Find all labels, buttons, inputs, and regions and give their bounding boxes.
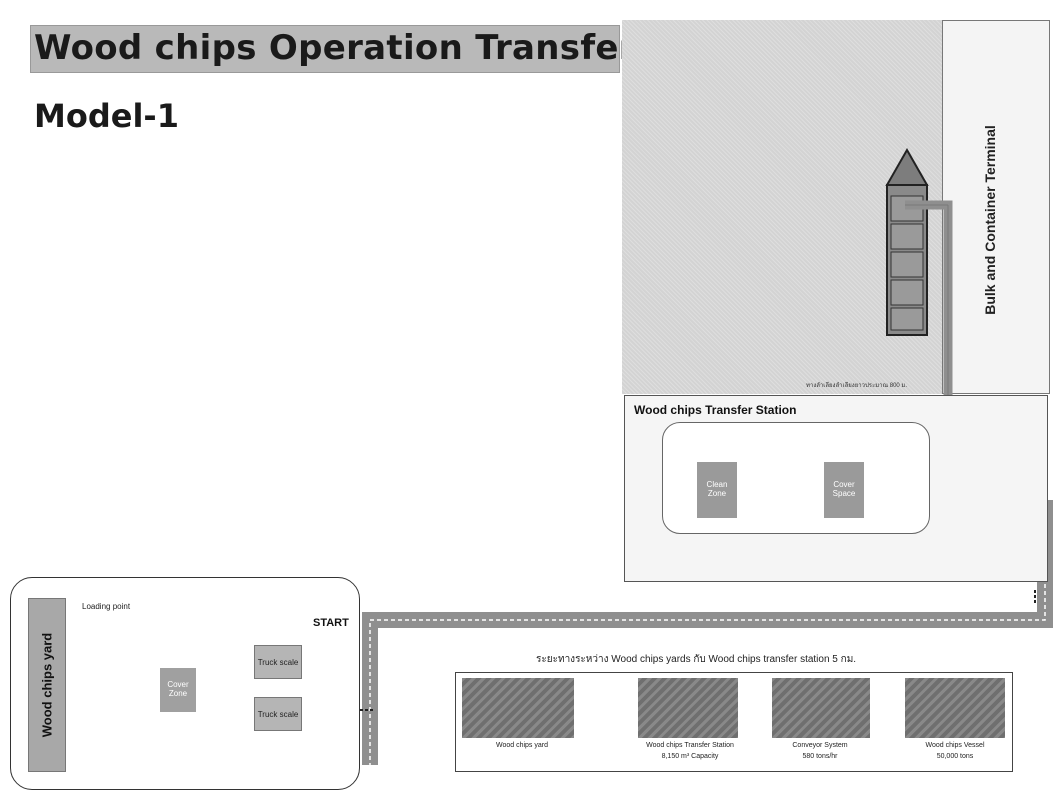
loading-point-label: Loading point — [82, 602, 130, 611]
cover-space: Cover Space — [824, 462, 864, 518]
station-title: Wood chips Transfer Station — [634, 403, 796, 417]
distance-text: ระยะทางระหว่าง Wood chips yards กับ Wood… — [536, 652, 856, 667]
photo-wood-yard — [462, 678, 574, 738]
start-label: START — [313, 617, 349, 629]
photo-vessel — [905, 678, 1005, 738]
step-caption: Wood chips Transfer Station — [630, 742, 750, 749]
yard-label-bar: Wood chips yard — [28, 598, 66, 772]
clean-zone: Clean Zone — [697, 462, 737, 518]
photo-transfer-station — [638, 678, 738, 738]
truck-scale-2: Truck scale — [254, 697, 302, 731]
truck-scale-1: Truck scale — [254, 645, 302, 679]
route-note: ทางลำเลียงลำเลียงยาวประมาณ 800 ม. — [806, 380, 907, 390]
step-detail: 8,150 m³ Capacity — [630, 753, 750, 760]
step-caption: Conveyor System — [770, 742, 870, 749]
step-caption: Wood chips Vessel — [905, 742, 1005, 749]
step-detail: 50,000 tons — [905, 753, 1005, 760]
step-detail: 580 tons/hr — [770, 753, 870, 760]
ship-icon — [887, 150, 927, 335]
photo-conveyor — [772, 678, 870, 738]
cover-zone: Cover Zone — [160, 668, 196, 712]
step-caption: Wood chips yard — [472, 742, 572, 749]
